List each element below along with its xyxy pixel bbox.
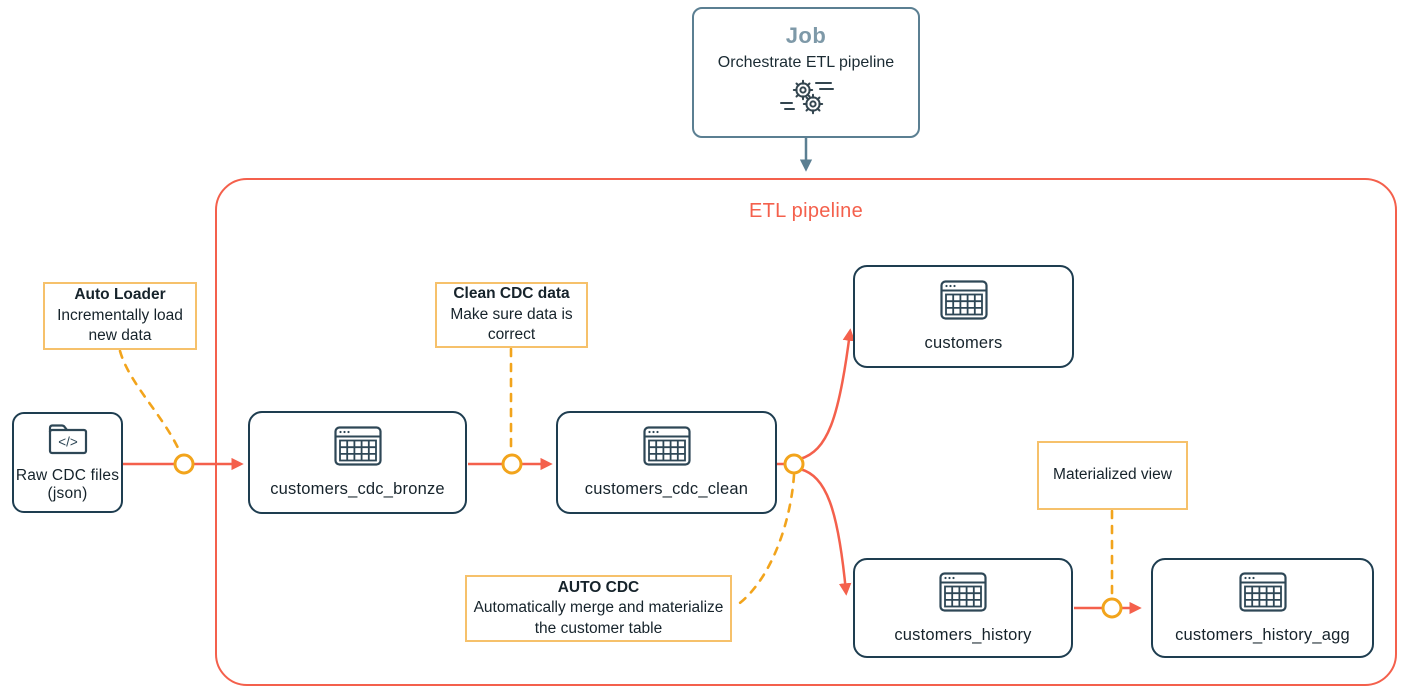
node-label: customers_cdc_clean bbox=[584, 480, 749, 498]
table-grid-icon bbox=[939, 571, 987, 617]
annotation-body: Make sure data is correct bbox=[450, 305, 573, 344]
gears-icon bbox=[778, 77, 834, 122]
folder-code-icon: </> bbox=[45, 421, 91, 463]
annotation-title: Clean CDC data bbox=[453, 285, 570, 303]
table-grid-icon bbox=[333, 426, 382, 471]
annotation-title: Auto Loader bbox=[74, 286, 166, 304]
annotation-body: Incrementally load new data bbox=[57, 306, 183, 345]
table-grid-icon bbox=[642, 426, 691, 471]
node-label: customers bbox=[924, 334, 1003, 352]
annotation-auto-cdc: AUTO CDC Automatically merge and materia… bbox=[465, 575, 732, 642]
node-customers-history-agg: customers_history_agg bbox=[1151, 558, 1374, 658]
etl-pipeline-container: ETL pipeline bbox=[215, 178, 1397, 686]
node-customers-history: customers_history bbox=[853, 558, 1073, 658]
node-customers-cdc-clean: customers_cdc_clean bbox=[556, 411, 777, 514]
connection-point-autoloader bbox=[173, 453, 195, 475]
table-grid-icon bbox=[939, 280, 988, 325]
annotation-body: Materialized view bbox=[1053, 466, 1172, 484]
node-label: customers_cdc_bronze bbox=[270, 480, 445, 498]
job-box: Job Orchestrate ETL pipeline bbox=[692, 7, 920, 138]
node-customers: customers bbox=[853, 265, 1074, 368]
annotation-body: Automatically merge and materialize the … bbox=[473, 599, 724, 637]
job-title: Job bbox=[785, 23, 827, 48]
node-customers-cdc-bronze: customers_cdc_bronze bbox=[248, 411, 467, 514]
node-label: customers_history bbox=[894, 625, 1032, 644]
annotation-clean-cdc-data: Clean CDC data Make sure data is correct bbox=[435, 282, 588, 348]
annotation-auto-loader: Auto Loader Incrementally load new data bbox=[43, 282, 197, 350]
node-label: customers_history_agg bbox=[1175, 625, 1350, 644]
node-raw-cdc-files: </> Raw CDC files (json) bbox=[12, 412, 123, 513]
svg-text:</>: </> bbox=[58, 435, 78, 450]
annotation-title: AUTO CDC bbox=[557, 578, 640, 596]
annotation-materialized-view: Materialized view bbox=[1037, 441, 1188, 510]
job-subtitle: Orchestrate ETL pipeline bbox=[717, 54, 895, 71]
table-grid-icon bbox=[1238, 571, 1287, 617]
link-autoloader-annotation bbox=[118, 349, 181, 452]
etl-pipeline-title: ETL pipeline bbox=[748, 200, 864, 222]
node-label: Raw CDC files (json) bbox=[15, 466, 120, 503]
